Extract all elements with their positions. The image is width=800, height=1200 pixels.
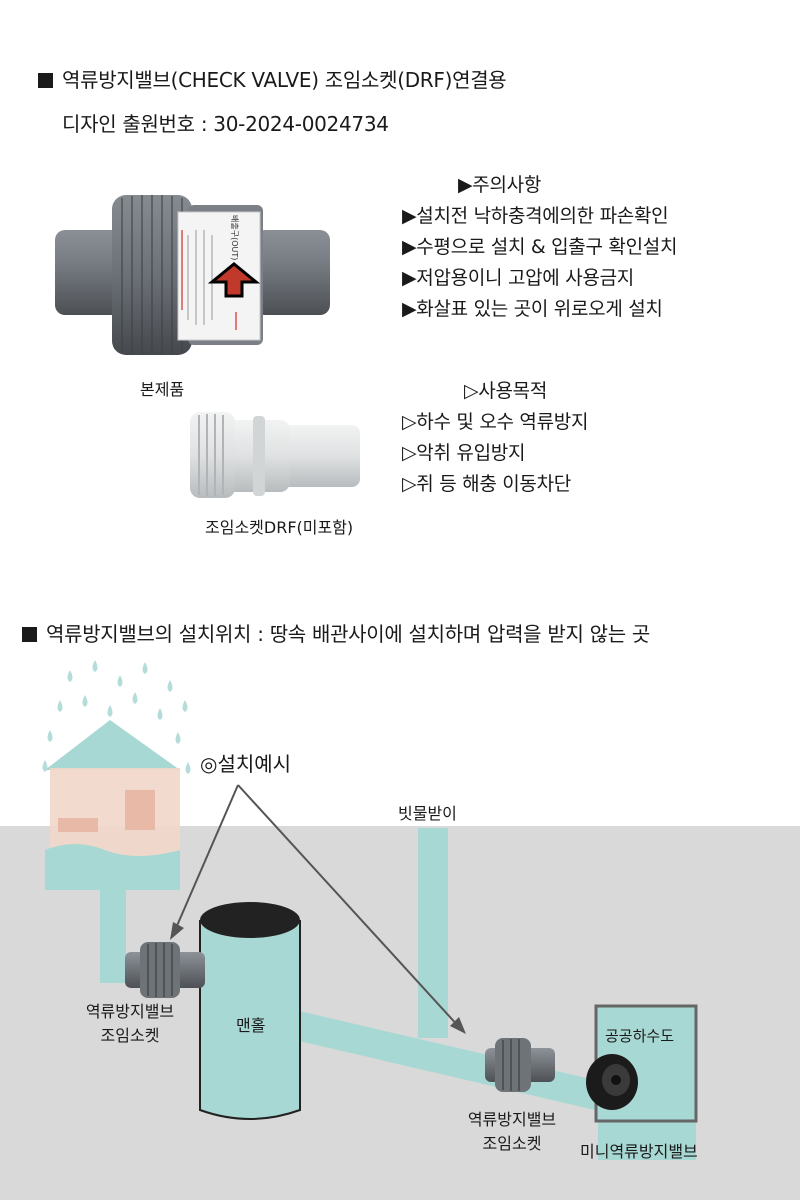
- check-valve-photo: [55, 195, 330, 355]
- right-valve-label-line: 조임소켓: [482, 1134, 542, 1153]
- section-title-text: 역류방지밸브(CHECK VALVE) 조임소켓(DRF)연결용: [62, 68, 507, 92]
- left-valve-label-line: 조임소켓: [100, 1026, 160, 1045]
- rain-icon: [42, 660, 191, 774]
- cautions-heading: ▶주의사항: [458, 174, 542, 196]
- installation-diagram: [0, 660, 800, 1200]
- socket-caption: 조임소켓DRF(미포함): [205, 518, 354, 537]
- right-valve-label: 역류방지밸브 조임소켓: [462, 1108, 562, 1156]
- pointer-arrow-icon: [175, 784, 461, 1029]
- caution-item: ▶설치전 낙하충격에의한 파손확인: [402, 205, 669, 227]
- manhole-label: 맨홀: [236, 1016, 266, 1035]
- section-title: 역류방지밸브(CHECK VALVE) 조임소켓(DRF)연결용: [38, 64, 507, 93]
- downspout-label: 빗물받이: [398, 804, 457, 823]
- main-product-caption: 본제품: [140, 380, 185, 399]
- left-valve-label-line: 역류방지밸브: [85, 1002, 175, 1021]
- public-sewer-label: 공공하수도: [605, 1027, 675, 1045]
- section2-title-text: 역류방지밸브의 설치위치 : 땅속 배관사이에 설치하며 압력을 받지 않는 곳: [46, 622, 650, 646]
- purpose-item: ▷하수 및 오수 역류방지: [402, 411, 589, 433]
- valve-out-label: 배출구(OUT): [230, 215, 239, 261]
- right-valve-label-line: 역류방지밸브: [467, 1110, 557, 1129]
- manhole-icon: [199, 902, 301, 1120]
- caution-item: ▶저압용이니 고압에 사용금지: [402, 267, 634, 289]
- purpose-heading: ▷사용목적: [464, 380, 548, 402]
- square-bullet-icon: [22, 627, 37, 642]
- purpose-item: ▷쥐 등 해충 이동차단: [402, 473, 571, 495]
- install-example-label: ◎설치예시: [200, 752, 292, 776]
- purpose-item: ▷악취 유입방지: [402, 442, 526, 464]
- socket-photo: [190, 412, 360, 498]
- mini-check-valve-icon: [586, 1054, 638, 1110]
- house-icon: [45, 720, 180, 890]
- left-valve-label: 역류방지밸브 조임소켓: [80, 1000, 180, 1048]
- caution-item: ▶화살표 있는 곳이 위로오게 설치: [402, 298, 663, 320]
- caution-item: ▶수평으로 설치 & 입출구 확인설치: [402, 236, 678, 258]
- mini-valve-label: 미니역류방지밸브: [580, 1142, 698, 1161]
- design-number: 디자인 출원번호 : 30-2024-0024734: [62, 112, 389, 136]
- left-check-valve-icon: [125, 942, 205, 998]
- section2-title: 역류방지밸브의 설치위치 : 땅속 배관사이에 설치하며 압력을 받지 않는 곳: [22, 618, 650, 647]
- square-bullet-icon: [38, 73, 53, 88]
- right-check-valve-icon: [485, 1038, 555, 1092]
